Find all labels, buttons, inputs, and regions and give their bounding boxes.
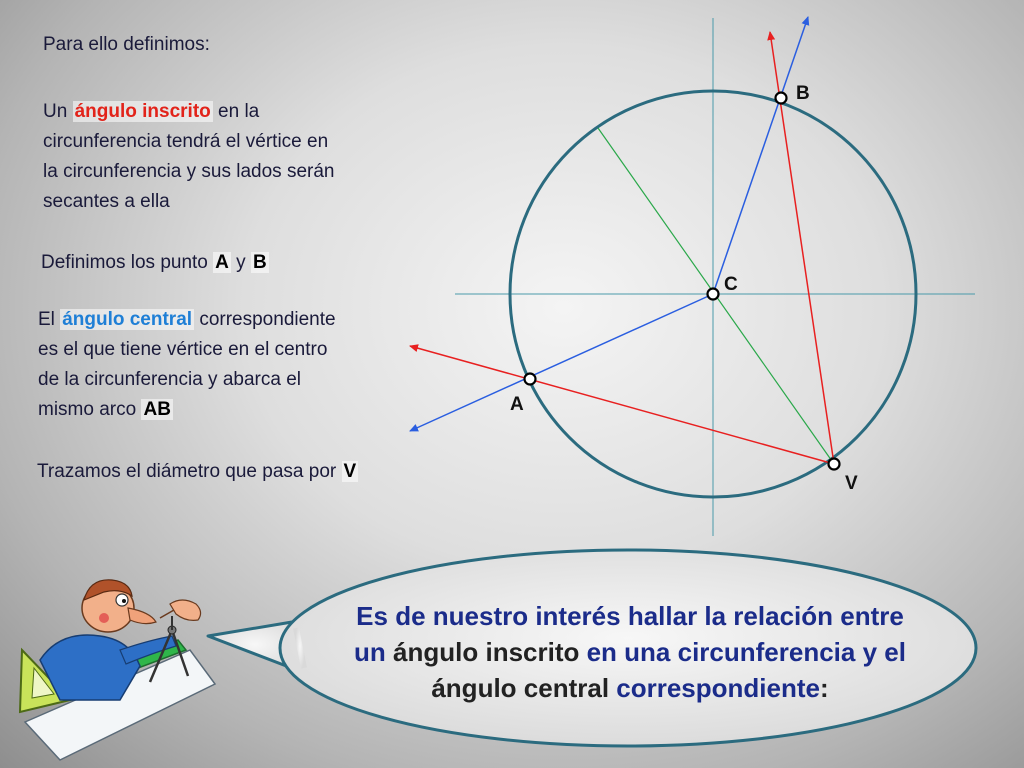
inscribed-angle-term: ángulo inscrito — [72, 101, 213, 122]
diameter-note: Trazamos el diámetro que pasa por V — [37, 461, 359, 482]
bubble-text: Es de nuestro interés hallar la relación… — [300, 598, 960, 706]
point-a-marker — [523, 372, 537, 386]
label-b: B — [796, 83, 810, 104]
label-v: V — [845, 473, 858, 494]
circumference — [508, 89, 918, 499]
speech-bubble — [206, 548, 978, 748]
points-definition: Definimos los punto A y B — [41, 252, 269, 273]
central-angle-definition: El ángulo central correspondiente es el … — [38, 309, 336, 420]
point-c-marker — [706, 287, 720, 301]
bubble-line-3: ángulo central correspondiente: — [431, 673, 829, 703]
central-angle-term: ángulo central — [60, 309, 195, 330]
bubble-line-1: Es de nuestro interés hallar la relación… — [356, 601, 904, 631]
inscribed-angle-definition: Un ángulo inscrito en la circunferencia … — [43, 101, 335, 212]
secant-v-a — [409, 344, 835, 465]
ray-c-a — [409, 293, 714, 432]
ray-c-b — [712, 16, 810, 295]
cartoon-engineer-illustration — [18, 579, 217, 761]
bubble-line-2: un ángulo inscrito en una circunferencia… — [354, 637, 906, 667]
label-a: A — [510, 394, 524, 415]
point-b-marker — [774, 91, 788, 105]
point-v-marker — [827, 457, 841, 471]
label-c: C — [724, 274, 738, 295]
intro-text: Para ello definimos: — [43, 34, 210, 55]
